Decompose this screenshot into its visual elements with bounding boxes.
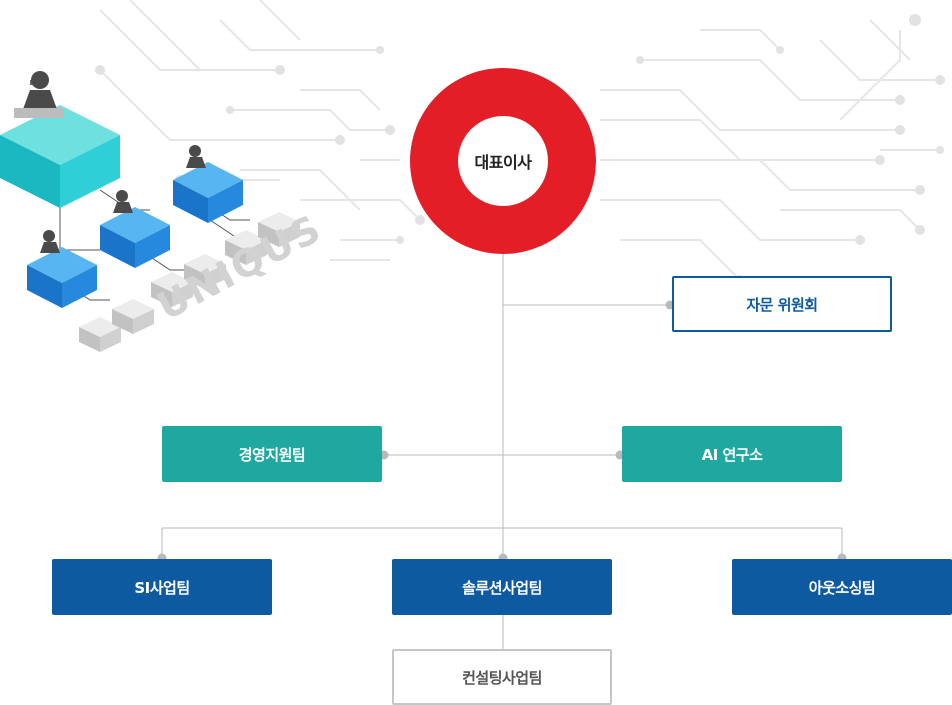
org-illustration (0, 71, 300, 352)
ceo-node: 대표이사 (410, 68, 596, 254)
advisory-committee-box: 자문 위원회 (672, 276, 892, 332)
org-connectors (161, 250, 843, 650)
management-support-box: 경영지원팀 (162, 426, 382, 482)
outsourcing-team-box: 아웃소싱팀 (732, 559, 952, 615)
ai-lab-box: AI 연구소 (622, 426, 842, 482)
solution-team-box: 솔루션사업팀 (392, 559, 612, 615)
consulting-team-box: 컨설팅사업팀 (392, 649, 612, 705)
si-team-box: SI사업팀 (52, 559, 272, 615)
ceo-label: 대표이사 (458, 116, 548, 206)
